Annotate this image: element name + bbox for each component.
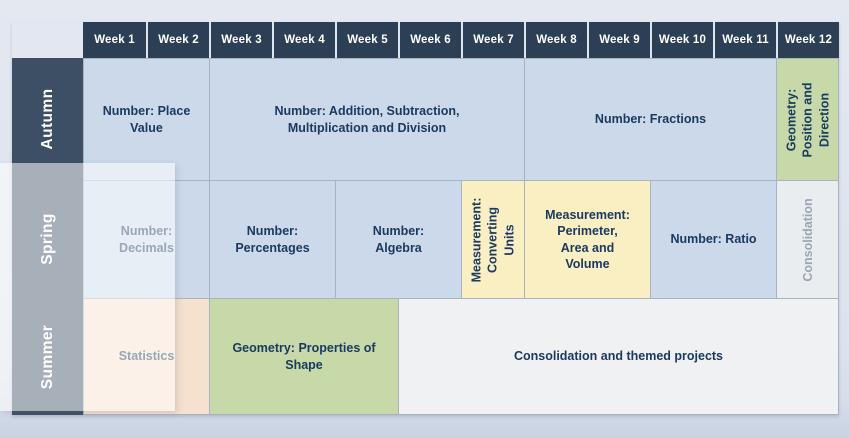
cell-number-place-value: Number: Place Value [83,58,209,180]
cell-number-addition-subtraction-multiplication: Number: Addition, Subtraction, Multiplic… [209,58,524,180]
cell-text: Measurement: Perimeter, Area and Volume [545,208,630,271]
week-header-9: Week 9 [587,22,650,58]
cell-measurement-perimeter-area-and-volume: Measurement: Perimeter, Area and Volume [524,180,650,298]
week-header-8: Week 8 [524,22,587,58]
cell-number-fractions: Number: Fractions [524,58,776,180]
week-header-5: Week 5 [335,22,398,58]
cell-text: Statistics [118,349,175,364]
week-header-12: Week 12 [776,22,839,58]
cell-text: Geometry: Position and Direction [784,82,831,157]
cell-text: Number: Fractions [594,112,707,127]
week-header-4: Week 4 [272,22,335,58]
cell-consolidation: Consolidation [776,180,839,298]
week-header-2: Week 2 [146,22,209,58]
cell-text: Measurement: Converting Units [469,197,517,282]
cell-text: Consolidation and themed projects [513,349,724,364]
cell-geometry-properties-of-shape: Geometry: Properties of Shape [209,298,398,415]
term-label-text: Autumn [38,88,56,150]
cell-text: Number: Algebra [372,224,425,255]
cell-text: Consolidation [800,197,815,282]
cell-text: Number: Ratio [670,232,757,247]
cell-text: Number: Decimals [119,224,174,255]
cell-text: Number: Place Value [102,104,191,135]
week-header-10: Week 10 [650,22,713,58]
cell-number-ratio: Number: Ratio [650,180,776,298]
term-label-text: Spring [38,213,56,265]
term-label-summer: Summer [12,298,83,415]
corner-spacer [12,22,83,58]
cell-consolidation-and-themed-projects: Consolidation and themed projects [398,298,839,415]
cell-number-percentages: Number: Percentages [209,180,335,298]
week-header-3: Week 3 [209,22,272,58]
cell-geometry-position-and-direction: Geometry: Position and Direction [776,58,839,180]
term-label-spring: Spring [12,180,83,298]
cell-statistics: Statistics [83,298,209,415]
term-label-text: Summer [38,324,56,389]
cell-text: Geometry: Properties of Shape [232,341,376,372]
week-header-1: Week 1 [83,22,146,58]
week-header-11: Week 11 [713,22,776,58]
cell-measurement-converting-units: Measurement: Converting Units [461,180,524,298]
week-header-7: Week 7 [461,22,524,58]
cell-text: Number: Percentages [235,224,310,255]
cell-text: Number: Addition, Subtraction, Multiplic… [274,104,460,135]
cell-number-algebra: Number: Algebra [335,180,461,298]
cell-number-decimals: Number: Decimals [83,180,209,298]
term-label-autumn: Autumn [12,58,83,180]
week-header-6: Week 6 [398,22,461,58]
